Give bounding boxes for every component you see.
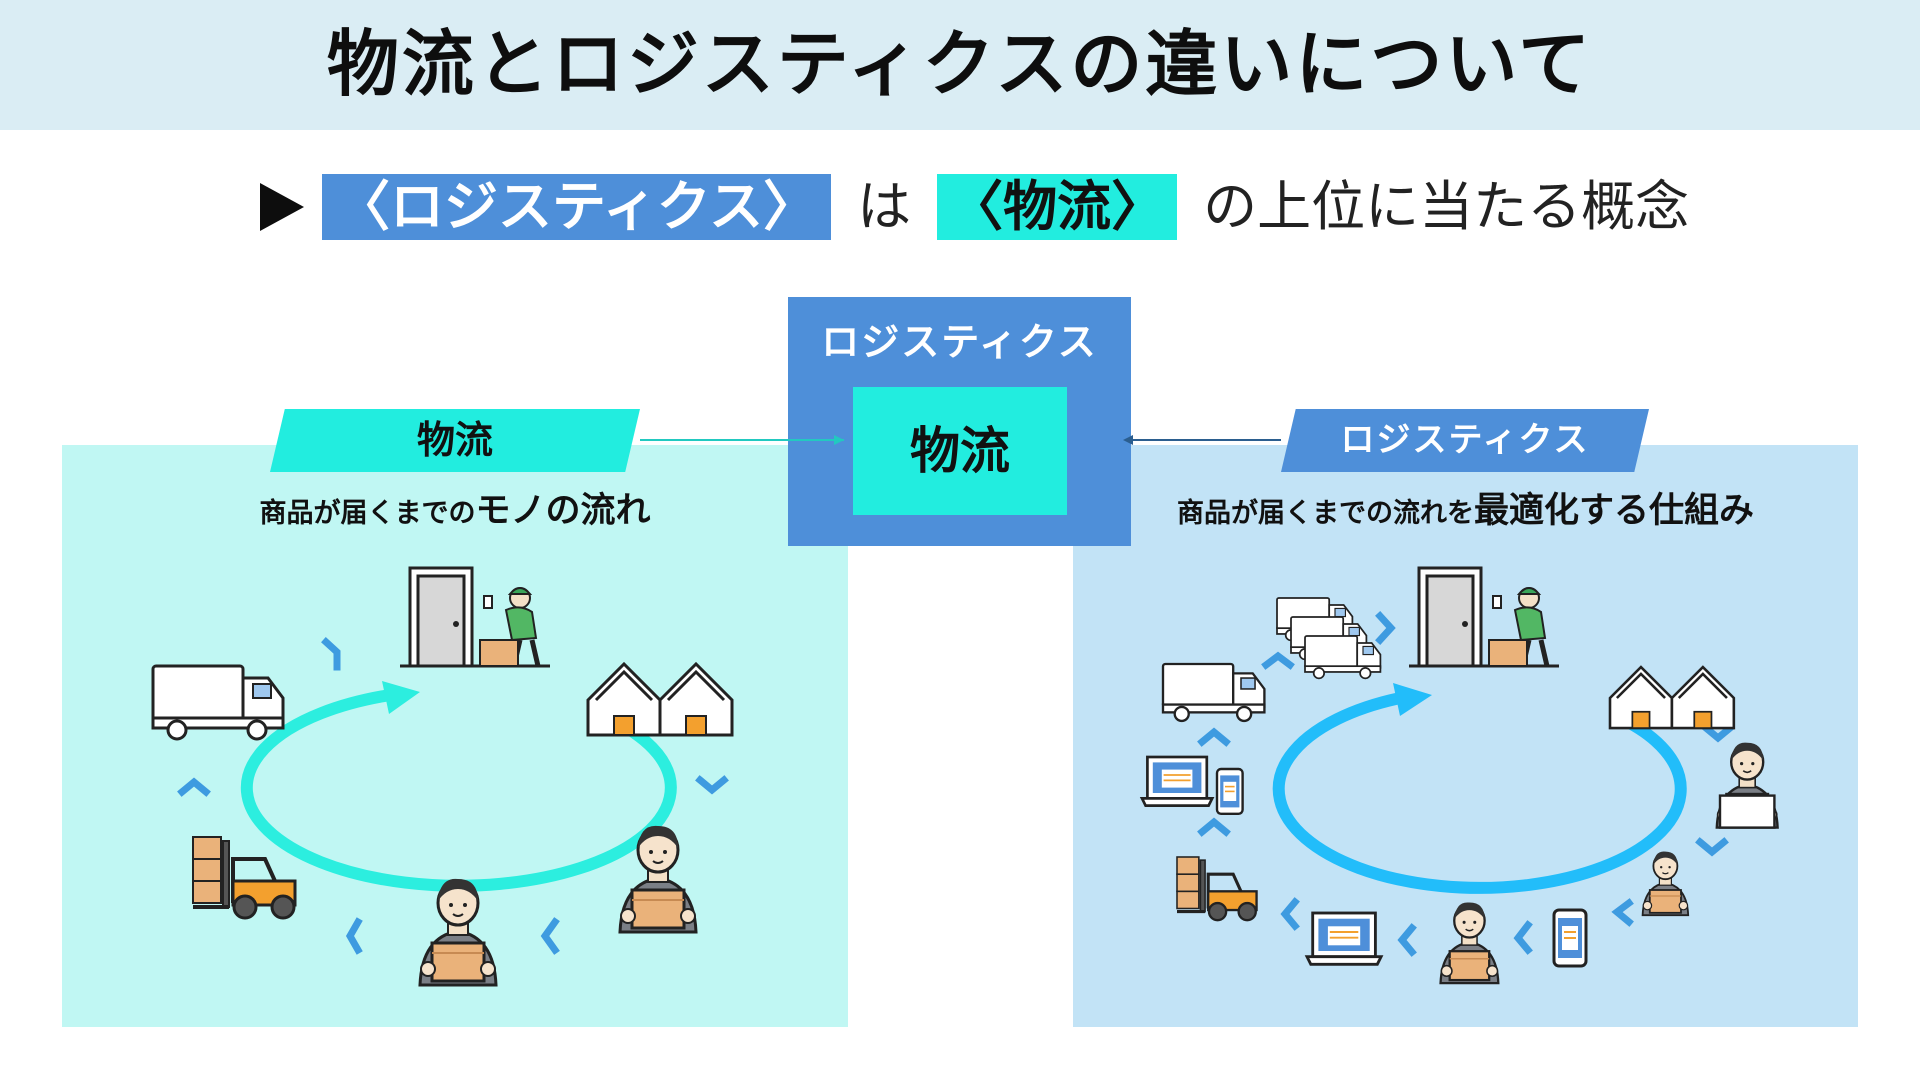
truck-fleet-icon bbox=[1304, 635, 1382, 680]
chevron-icon bbox=[1197, 817, 1231, 837]
left-desc-prefix: 商品が届くまでの bbox=[259, 498, 476, 529]
worker-box-icon bbox=[1641, 850, 1690, 917]
right-chevrons bbox=[1197, 611, 1735, 957]
chevron-icon bbox=[1513, 920, 1533, 955]
page-title: 物流とロジスティクスの違いについて bbox=[326, 22, 1594, 106]
right-desc-emph: 最適化する仕組み bbox=[1473, 491, 1754, 531]
right-description: 商品が届くまでの流れを最適化する仕組み bbox=[1073, 482, 1858, 533]
door-delivery-icon bbox=[400, 568, 550, 666]
chevron-icon bbox=[540, 917, 560, 955]
laptop-phone-icon bbox=[1140, 755, 1214, 807]
right-icons bbox=[1140, 568, 1779, 985]
warehouse-icon bbox=[586, 662, 734, 737]
left-description: 商品が届くまでのモノの流れ bbox=[62, 482, 848, 533]
subtitle-row: 〈ロジスティクス〉 は 〈物流〉 の上位に当たる概念 bbox=[260, 172, 1715, 242]
smartphone-icon bbox=[1552, 908, 1588, 968]
left-chevrons bbox=[177, 637, 729, 955]
chevron-icon bbox=[1261, 651, 1295, 670]
warehouse-icon bbox=[1608, 665, 1736, 730]
subtitle-rest: の上位に当たる概念 bbox=[1203, 175, 1690, 238]
smartphone-icon bbox=[1215, 767, 1244, 815]
subtitle-term-butsuryu: 〈物流〉 bbox=[937, 174, 1178, 240]
left-icons bbox=[151, 568, 734, 987]
truck-icon bbox=[151, 664, 285, 741]
forklift-icon bbox=[191, 835, 297, 920]
chevron-icon bbox=[1397, 923, 1417, 957]
play-triangle-icon bbox=[260, 183, 304, 231]
door-delivery-icon bbox=[1409, 568, 1559, 666]
right-desc-prefix: 商品が届くまでの流れを bbox=[1176, 498, 1474, 529]
chevron-icon bbox=[695, 775, 729, 795]
butsuryu-connector-line bbox=[640, 435, 844, 445]
center-logistics-label: ロジスティクス bbox=[821, 320, 1098, 364]
left-tag-butsuryu: 物流 bbox=[270, 409, 640, 472]
chevron-icon bbox=[321, 637, 341, 671]
right-cycle-loop bbox=[1272, 683, 1687, 894]
center-butsuryu-box: 物流 bbox=[853, 387, 1067, 515]
left-desc-emph1: モノ bbox=[475, 491, 546, 531]
chevron-icon bbox=[1197, 727, 1231, 747]
chevron-icon bbox=[1280, 897, 1300, 931]
right-tag-logistics: ロジスティクス bbox=[1281, 409, 1649, 472]
title-bar bbox=[0, 0, 1920, 130]
chevron-icon bbox=[1375, 611, 1396, 645]
subtitle-particle: は bbox=[857, 175, 912, 238]
worker-box-icon bbox=[418, 877, 498, 987]
chevron-icon bbox=[345, 917, 363, 955]
chevron-icon bbox=[1611, 898, 1634, 927]
subtitle-term-logistics: 〈ロジスティクス〉 bbox=[322, 174, 832, 240]
operator-laptop-icon bbox=[1715, 741, 1779, 829]
truck-icon bbox=[1161, 662, 1266, 723]
chevron-icon bbox=[177, 777, 211, 797]
chevron-icon bbox=[1701, 723, 1735, 743]
chevron-icon bbox=[1695, 837, 1729, 857]
left-cycle-loop bbox=[240, 681, 677, 892]
logistics-connector-line bbox=[1123, 435, 1281, 445]
left-desc-emph2: 流れ bbox=[580, 491, 651, 531]
forklift-icon bbox=[1175, 855, 1259, 922]
laptop-icon bbox=[1305, 911, 1383, 966]
left-desc-mid: の bbox=[545, 491, 581, 531]
worker-box-icon bbox=[1439, 901, 1500, 985]
